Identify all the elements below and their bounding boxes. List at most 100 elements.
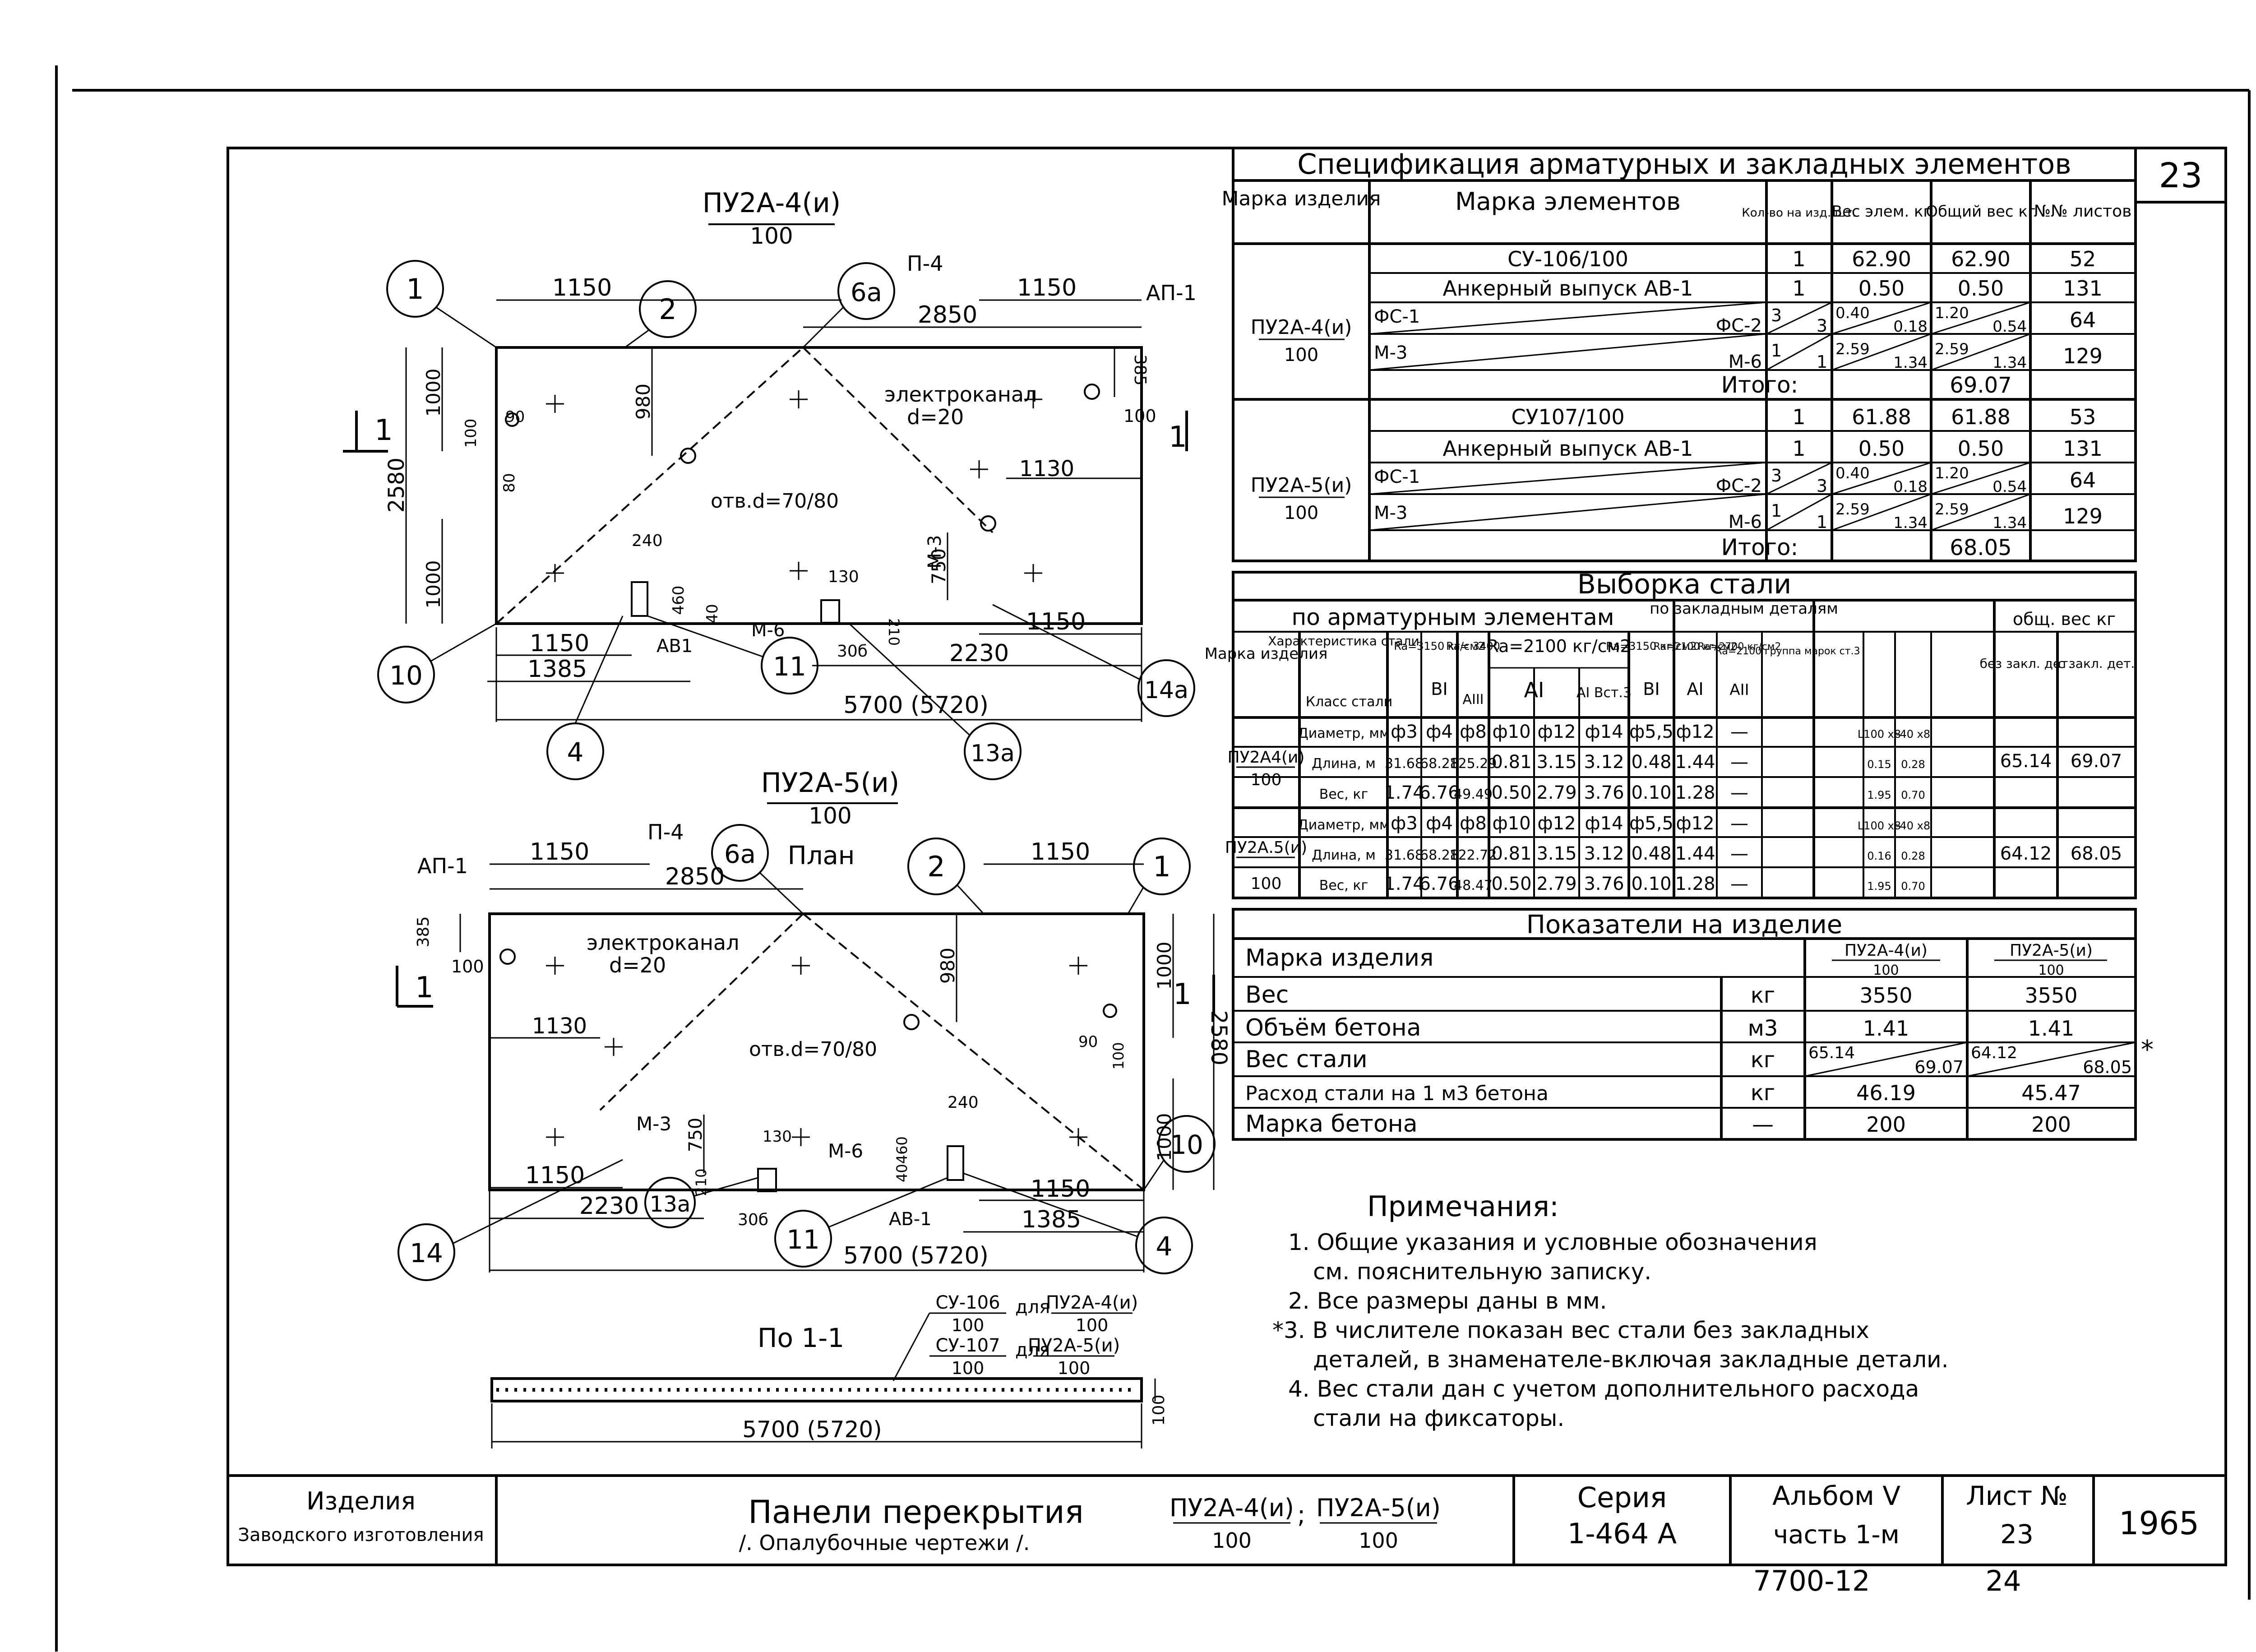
steel-g2-wt-cell-9: — — [1730, 874, 1748, 894]
d1-sec-right-label: 1 — [1169, 421, 1187, 454]
steel-g2-wt-cell-6: 3.76 — [1584, 874, 1624, 894]
d1-dim-1000-lower: 1000 — [422, 560, 444, 609]
d2-dim-30: 30б — [738, 1211, 768, 1229]
steel-g2-len-cell-8: 1.44 — [1675, 843, 1715, 864]
steel-g2-diam-cell-5: ф12 — [1537, 813, 1576, 834]
steel-g1-wt-cell-0: Вес, кг — [1319, 787, 1368, 802]
steel-g2-wt-cell-3: 48.47 — [1454, 878, 1493, 893]
spec-g2-r2-el: Анкерный выпуск АВ-1 — [1442, 436, 1693, 461]
spec-g2-f2-w-a: 2.59 — [1835, 500, 1870, 518]
steel-g1-with: 69.07 — [2071, 751, 2122, 772]
steel-g2-diam-cell-10: L100 х8 — [1858, 819, 1901, 832]
spec-g1-f1-el-b: ФС-2 — [1716, 315, 1762, 336]
ind-r5-unit: — — [1752, 1112, 1774, 1137]
section-l2-den: 100 — [952, 1358, 985, 1378]
steel-g1-len-cell-4: 0.81 — [1491, 752, 1531, 773]
steel-g1-wt-cell-7: 0.10 — [1631, 782, 1671, 803]
d2-dim-240: 240 — [948, 1093, 979, 1112]
ind-r2-v1: 1.41 — [1863, 1016, 1909, 1041]
spec-g2-f1-w-a: 0.40 — [1835, 464, 1870, 482]
note-line-5: деталей, в знаменателе-включая закладные… — [1313, 1347, 1949, 1373]
steel-h-with: с закл. дет. — [2058, 656, 2135, 671]
spec-g1-r1-w: 62.90 — [1852, 247, 1911, 271]
d2-dim-1000-upper: 1000 — [1153, 942, 1175, 990]
callout2-13a-circle — [644, 1177, 696, 1228]
note-line-6: 4. Вес стали дан с учетом дополнительног… — [1288, 1376, 1919, 1402]
spec-g2-r1-el: СУ107/100 — [1511, 405, 1624, 429]
spec-h-total: Общий вес кг — [1926, 203, 2036, 221]
steel-g1-len-cell-2: 68.28 — [1420, 756, 1459, 772]
steel-g2-wt-cell-0: Вес, кг — [1319, 878, 1368, 893]
d2-dim-1150-bottom-left: 1150 — [525, 1162, 585, 1189]
steel-h-arm: по арматурным элементам — [1292, 604, 1614, 630]
d1-label-hole: отв.d=70/80 — [711, 490, 839, 513]
ab1-box-2 — [947, 1145, 964, 1181]
drawing2-plan-label: План — [788, 841, 855, 870]
steel-g1-len-cell-8: 1.44 — [1675, 752, 1715, 773]
d1-dim-80: 80 — [500, 473, 518, 492]
d1-label-channel: электроканал — [884, 382, 1037, 407]
spec-g1-f2-q-a: 1 — [1771, 341, 1782, 361]
panel1-outline — [495, 346, 1143, 625]
d1-dim-90: 90 — [505, 408, 525, 426]
steel-g1-wt-cell-1: 1.74 — [1384, 782, 1424, 803]
tb-below-2: 24 — [1986, 1564, 2021, 1597]
tb-album: Альбом V — [1772, 1481, 1900, 1511]
section-title: По 1-1 — [758, 1323, 844, 1353]
m6-plate1 — [820, 599, 840, 624]
ind-r3-v2a: 64.12 — [1971, 1044, 2017, 1062]
callout-1: 1 — [406, 273, 424, 305]
steel-h-ra2c: AIII — [1462, 692, 1484, 708]
drawing-border — [227, 147, 2227, 1566]
spec-g1-f2-sh: 129 — [2063, 344, 2103, 368]
tb-left-2: Заводского изготовления — [238, 1525, 484, 1546]
spec-g1-r2-tw: 0.50 — [1958, 276, 2004, 301]
callout2-10: 10 — [1170, 1129, 1203, 1160]
steel-g2-diam-cell-9: — — [1730, 813, 1748, 834]
anchor-hole2 — [499, 949, 516, 965]
steel-g2-wt-cell-4: 0.50 — [1491, 874, 1531, 894]
callout2-2-circle — [907, 838, 965, 895]
d1-dim-1150-bottom-left: 1150 — [530, 630, 589, 657]
spec-g1-r2-el: Анкерный выпуск АВ-1 — [1442, 276, 1693, 301]
callout-14a-circle — [1137, 659, 1195, 717]
d2-label-hole: отв.d=70/80 — [749, 1038, 877, 1061]
d2-label-channel: электроканал — [587, 930, 740, 955]
steel-h-ra3: Ra=2100 кг/см2 — [1487, 636, 1631, 656]
steel-g2-len-cell-4: 0.81 — [1491, 843, 1531, 864]
steel-h-emb: по закладным деталям — [1650, 600, 1838, 618]
spec-g2-f1-tw-b: 0.54 — [1992, 478, 2027, 496]
callout2-1-circle — [1133, 838, 1191, 895]
spec-h-qty: Кол-во на изд. шт. — [1742, 206, 1856, 220]
sleeve1 — [505, 412, 519, 427]
steel-g1-diam-cell-3: ф8 — [1460, 722, 1487, 742]
note-line-1: 1. Общие указания и условные обозначения — [1288, 1229, 1817, 1255]
ind-r3-v2b: 68.05 — [2083, 1057, 2132, 1077]
spec-g2-f2-q-b: 1 — [1817, 512, 1827, 532]
steel-g1-wt-cell-5: 2.79 — [1536, 782, 1576, 803]
ind-head-c1-den: 100 — [1873, 963, 1899, 978]
note-line-3: 2. Все размеры даны в мм. — [1288, 1288, 1607, 1314]
notes: Примечания: 1. Общие указания и условные… — [1272, 1190, 1949, 1431]
steel-h-ra6c: AII — [1729, 681, 1749, 699]
d2-label-channel-d: d=20 — [609, 953, 666, 977]
steel-g1-wt-cell-11: 0.70 — [1901, 789, 1925, 801]
d1-dim-750: 750 — [928, 548, 950, 584]
drawing2-title-num: ПУ2А-5(и) — [761, 767, 900, 799]
tb-main: Панели перекрытия — [748, 1494, 1084, 1531]
spec-g1-f2-el-a: М-3 — [1374, 342, 1407, 363]
spec-g1-f1-el-a: ФС-1 — [1374, 306, 1420, 327]
steel-g1-wt-cell-10: 1.95 — [1867, 789, 1891, 801]
spec-g2-r2-tw: 0.50 — [1958, 436, 2004, 461]
steel-g2-diam-cell-11: -40 х8 — [1896, 819, 1930, 832]
spec-g1-f2-q-b: 1 — [1817, 352, 1827, 372]
steel-g2-wt-cell-2: 6.76 — [1419, 874, 1459, 894]
plan-drawing-2: ПУ2А-5(и) 100 План — [396, 767, 1231, 1281]
d2-dim-90: 90 — [1078, 1033, 1098, 1051]
spec-h-sheets: №№ листов — [2034, 202, 2132, 221]
steel-g1-diam-cell-5: ф12 — [1537, 722, 1576, 742]
ind-r2-unit: м3 — [1748, 1016, 1778, 1041]
tb-below-1: 7700-12 — [1753, 1564, 1870, 1597]
steel-g2-diam-cell-7: ф5,5 — [1629, 813, 1674, 834]
d1-dim-240: 240 — [632, 532, 663, 550]
